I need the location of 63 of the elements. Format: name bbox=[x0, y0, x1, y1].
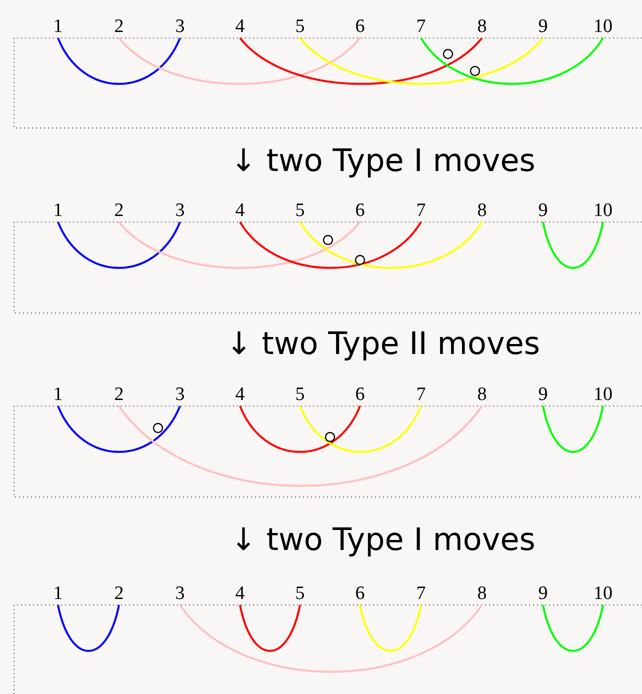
point-number: 1 bbox=[43, 16, 73, 38]
point-number: 2 bbox=[104, 16, 134, 38]
move-caption: ↓ two Type II moves bbox=[226, 326, 540, 362]
arc bbox=[239, 604, 301, 652]
point-number: 10 bbox=[588, 583, 618, 605]
point-number: 1 bbox=[43, 200, 73, 222]
point-number: 7 bbox=[406, 583, 436, 605]
point-number: 9 bbox=[528, 583, 558, 605]
point-number: 2 bbox=[104, 384, 134, 406]
point-number: 7 bbox=[406, 16, 436, 38]
arc bbox=[57, 222, 181, 269]
arc bbox=[542, 406, 604, 453]
point-number: 6 bbox=[345, 200, 375, 222]
arc bbox=[57, 604, 120, 652]
point-number: 5 bbox=[285, 200, 315, 222]
point-number: 2 bbox=[104, 200, 134, 222]
arc bbox=[542, 604, 604, 652]
arc bbox=[239, 37, 483, 85]
arc bbox=[239, 406, 361, 453]
point-number: 8 bbox=[467, 16, 497, 38]
point-number: 8 bbox=[467, 583, 497, 605]
point-number: 7 bbox=[406, 384, 436, 406]
point-number: 9 bbox=[528, 384, 558, 406]
point-number: 3 bbox=[165, 200, 195, 222]
point-number: 1 bbox=[43, 384, 73, 406]
arc bbox=[299, 221, 483, 269]
point-number: 7 bbox=[406, 200, 436, 222]
arc bbox=[359, 604, 422, 652]
arc bbox=[57, 406, 181, 453]
arc bbox=[239, 221, 422, 269]
arc bbox=[57, 38, 181, 85]
arc bbox=[542, 222, 604, 269]
point-number: 3 bbox=[165, 16, 195, 38]
arc bbox=[118, 221, 361, 269]
arc bbox=[118, 405, 483, 487]
point-number: 8 bbox=[467, 384, 497, 406]
point-number: 3 bbox=[165, 384, 195, 406]
point-number: 4 bbox=[225, 16, 255, 38]
arc bbox=[179, 604, 483, 673]
arc bbox=[420, 37, 604, 85]
point-number: 2 bbox=[104, 583, 134, 605]
point-number: 3 bbox=[165, 583, 195, 605]
arc bbox=[299, 406, 422, 453]
point-number: 10 bbox=[588, 384, 618, 406]
point-number: 8 bbox=[467, 200, 497, 222]
point-number: 4 bbox=[225, 200, 255, 222]
arc bbox=[299, 37, 544, 85]
point-number: 10 bbox=[588, 200, 618, 222]
point-number: 4 bbox=[225, 384, 255, 406]
point-number: 6 bbox=[345, 583, 375, 605]
point-number: 5 bbox=[285, 583, 315, 605]
point-number: 5 bbox=[285, 384, 315, 406]
point-number: 10 bbox=[588, 16, 618, 38]
point-number: 9 bbox=[528, 200, 558, 222]
point-number: 9 bbox=[528, 16, 558, 38]
move-caption: ↓ two Type I moves bbox=[230, 143, 536, 179]
point-number: 6 bbox=[345, 16, 375, 38]
point-number: 4 bbox=[225, 583, 255, 605]
point-number: 1 bbox=[43, 583, 73, 605]
move-caption: ↓ two Type I moves bbox=[230, 522, 536, 558]
point-number: 5 bbox=[285, 16, 315, 38]
point-number: 6 bbox=[345, 384, 375, 406]
arc bbox=[118, 37, 361, 85]
